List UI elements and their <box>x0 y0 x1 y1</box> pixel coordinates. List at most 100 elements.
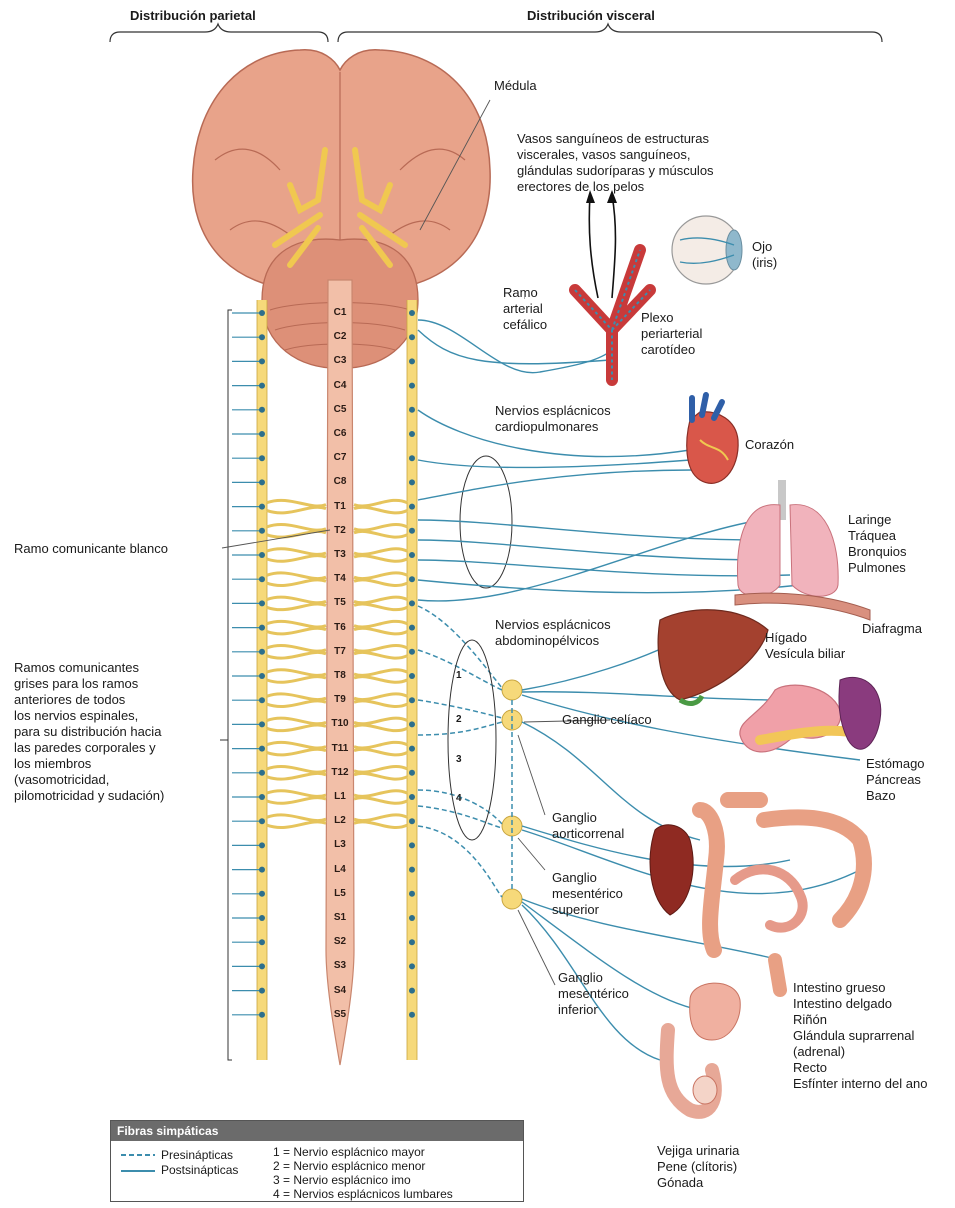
segment-label-c3: C3 <box>328 355 352 366</box>
chain-ganglion-left-c1 <box>259 310 265 316</box>
chain-ganglion-left-l1 <box>259 794 265 800</box>
segment-label-s4: S4 <box>328 985 352 996</box>
legend-item-4: 4 = Nervios esplácnicos lumbares <box>273 1187 453 1202</box>
prevertebral-ganglia <box>502 680 522 909</box>
label-ojo: Ojo(iris) <box>752 239 777 271</box>
legend: Fibras simpáticas Presinápticas Postsiná… <box>110 1120 524 1202</box>
chain-ganglion-right-t3 <box>409 552 415 558</box>
chain-ganglion-left-l4 <box>259 867 265 873</box>
visceral-brace <box>338 24 882 42</box>
chain-ganglion-right-s4 <box>409 988 415 994</box>
chain-ganglion-left-t11 <box>259 746 265 752</box>
legend-title: Fibras simpáticas <box>111 1121 523 1141</box>
chain-ganglion-right-t8 <box>409 673 415 679</box>
chain-ganglion-left-l3 <box>259 842 265 848</box>
segment-label-l3: L3 <box>328 839 352 850</box>
segment-label-t2: T2 <box>328 525 352 536</box>
segment-label-t9: T9 <box>328 694 352 705</box>
splanchnic-number-2: 2 <box>456 712 462 728</box>
chain-ganglion-right-l1 <box>409 794 415 800</box>
chain-ganglion-left-t4 <box>259 576 265 582</box>
chain-ganglion-right-c8 <box>409 479 415 485</box>
segment-label-l2: L2 <box>328 815 352 826</box>
bladder-illustration <box>667 983 741 1112</box>
eye-illustration <box>672 216 742 284</box>
segment-label-t1: T1 <box>328 501 352 512</box>
chain-ganglion-right-l2 <box>409 818 415 824</box>
segment-label-t12: T12 <box>328 767 352 778</box>
stomach-illustration <box>740 677 881 752</box>
chain-ganglion-right-s3 <box>409 963 415 969</box>
chain-ganglion-left-c3 <box>259 358 265 364</box>
chain-ganglion-left-l2 <box>259 818 265 824</box>
chain-ganglion-left-s3 <box>259 963 265 969</box>
chain-ganglion-right-s2 <box>409 939 415 945</box>
splanchnic-number-3: 3 <box>456 752 462 768</box>
chain-ganglion-right-t4 <box>409 576 415 582</box>
chain-ganglion-right-t1 <box>409 504 415 510</box>
segment-label-t7: T7 <box>328 646 352 657</box>
label-intestino: Intestino gruesoIntestino delgadoRiñónGl… <box>793 980 927 1092</box>
ganglion-mesenteric-inferior <box>502 889 522 909</box>
chain-ganglion-left-s4 <box>259 988 265 994</box>
segment-label-l5: L5 <box>328 888 352 899</box>
chain-ganglion-right-c5 <box>409 407 415 413</box>
segment-label-s1: S1 <box>328 912 352 923</box>
chain-ganglion-right-c3 <box>409 358 415 364</box>
segment-label-s3: S3 <box>328 960 352 971</box>
chain-ganglion-right-t10 <box>409 721 415 727</box>
segment-label-t6: T6 <box>328 622 352 633</box>
segment-label-c5: C5 <box>328 404 352 415</box>
label-corazon: Corazón <box>745 437 794 453</box>
chain-ganglion-right-t9 <box>409 697 415 703</box>
chain-ganglion-right-c4 <box>409 383 415 389</box>
liver-illustration <box>658 610 768 704</box>
parietal-brace <box>110 24 328 42</box>
ganglion-celiac <box>502 680 522 700</box>
chain-ganglion-left-c8 <box>259 479 265 485</box>
chain-ganglion-left-c2 <box>259 334 265 340</box>
chain-ganglion-left-c5 <box>259 407 265 413</box>
heart-illustration <box>687 395 738 483</box>
segment-label-t10: T10 <box>328 718 352 729</box>
segment-label-t4: T4 <box>328 573 352 584</box>
legend-item-3: 3 = Nervio esplácnico imo <box>273 1173 411 1188</box>
label-laringe: LaringeTráqueaBronquiosPulmones <box>848 512 907 576</box>
chain-ganglion-left-t1 <box>259 504 265 510</box>
legend-item-1: 1 = Nervio esplácnico mayor <box>273 1145 425 1160</box>
chain-ganglion-right-t12 <box>409 770 415 776</box>
label-diafragma: Diafragma <box>862 621 922 637</box>
chain-ganglion-left-c7 <box>259 455 265 461</box>
segment-label-c6: C6 <box>328 428 352 439</box>
label-vejiga: Vejiga urinariaPene (clítoris)Gónada <box>657 1143 739 1191</box>
chain-ganglion-left-t6 <box>259 625 265 631</box>
chain-ganglion-right-t5 <box>409 600 415 606</box>
chain-ganglion-left-t9 <box>259 697 265 703</box>
segment-label-c1: C1 <box>328 307 352 318</box>
chain-ganglion-right-t11 <box>409 746 415 752</box>
chain-ganglion-right-l3 <box>409 842 415 848</box>
chain-ganglion-left-c4 <box>259 383 265 389</box>
chain-ganglion-right-t6 <box>409 625 415 631</box>
carotid-artery <box>575 190 650 380</box>
segment-label-c7: C7 <box>328 452 352 463</box>
parietal-bracket <box>220 310 232 1060</box>
chain-ganglion-left-t3 <box>259 552 265 558</box>
chain-ganglion-right-t7 <box>409 649 415 655</box>
chain-ganglion-left-s1 <box>259 915 265 921</box>
legend-swatches <box>119 1147 159 1177</box>
chain-ganglion-right-c7 <box>409 455 415 461</box>
chain-ganglion-right-c2 <box>409 334 415 340</box>
label-ganglio-celiaco: Ganglio celíaco <box>562 712 652 728</box>
chain-ganglion-left-t2 <box>259 528 265 534</box>
legend-pre: Presinápticas <box>161 1148 233 1163</box>
chain-ganglion-left-s5 <box>259 1012 265 1018</box>
